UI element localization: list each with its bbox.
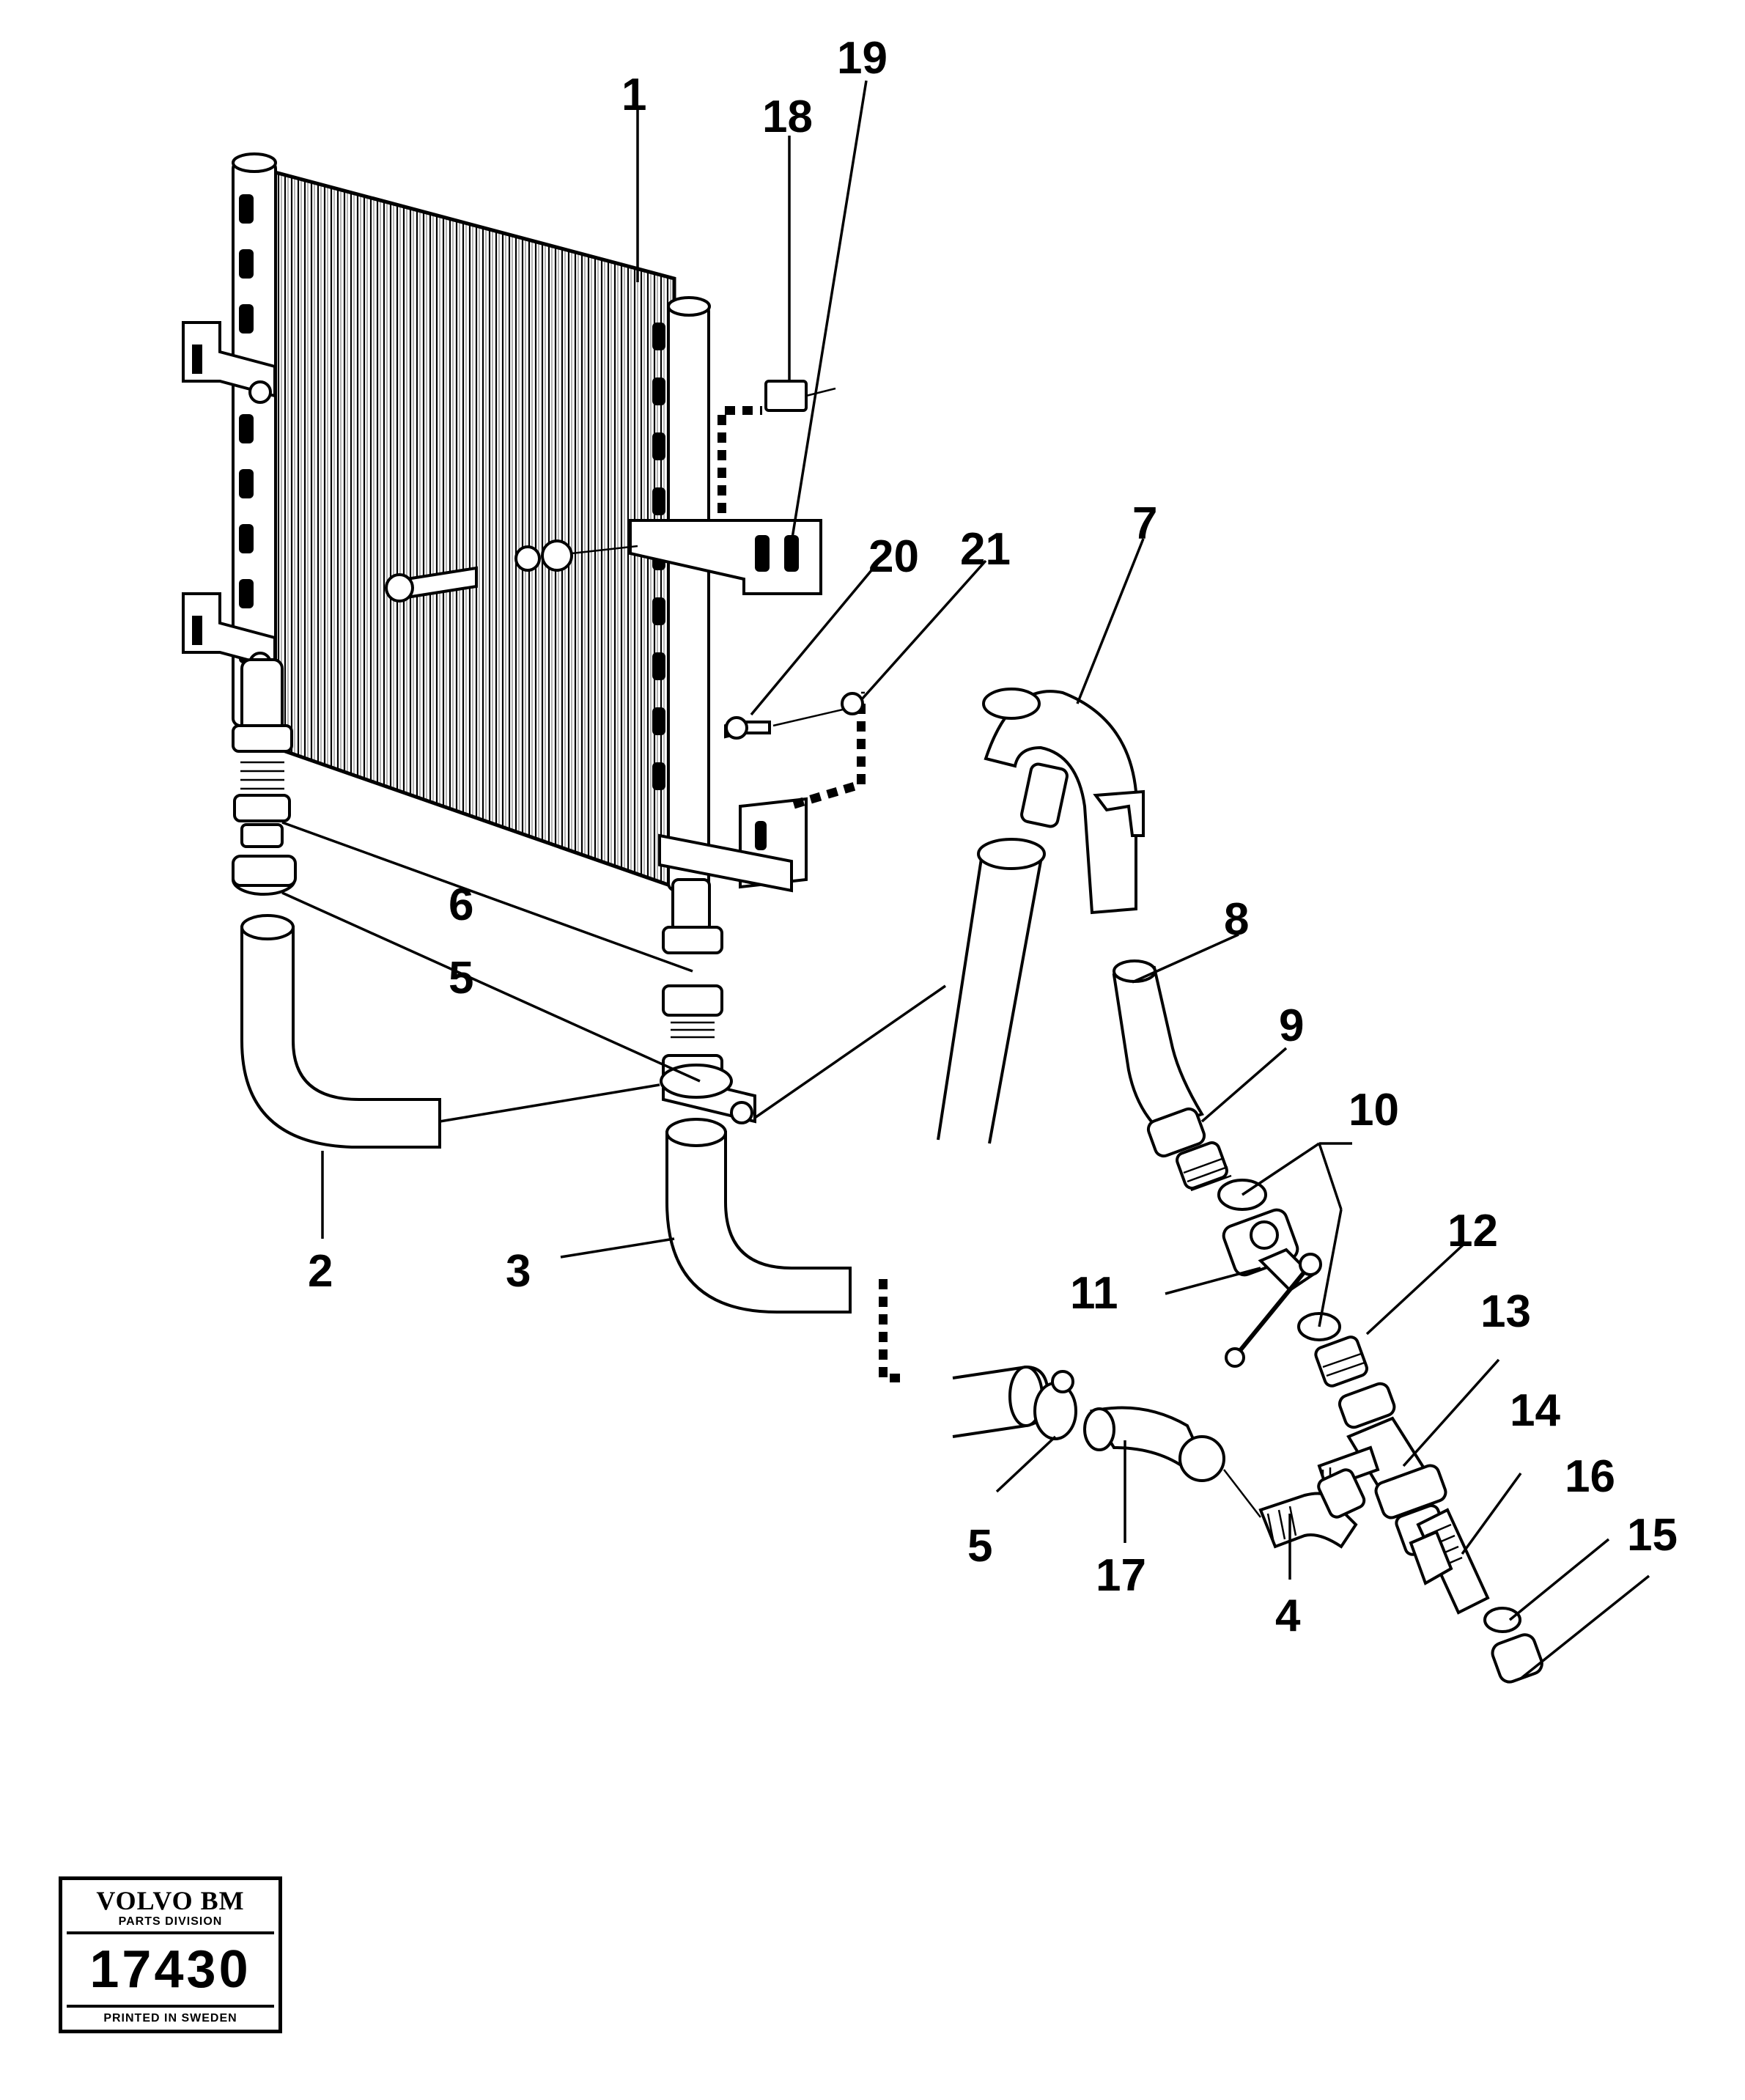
stamp-division: PARTS DIVISION [67,1915,274,1934]
callout-14: 14 [1510,1385,1560,1436]
oil-cooler [182,152,711,892]
drain-fitting [1409,1508,1543,1684]
stamp-number: 17430 [67,1934,274,2008]
callout-6: 6 [449,880,473,930]
callout-18: 18 [762,92,813,142]
callout-1: 1 [621,70,646,120]
callout-labels: 1 2 3 4 5 5 6 7 8 9 10 11 12 13 14 15 16… [308,33,1678,1641]
elbow-4 [1258,1468,1366,1549]
callout-10: 10 [1349,1085,1399,1135]
fitting-chain [1146,1107,1396,1429]
hose-8 [1112,959,1204,1131]
callout-12: 12 [1447,1206,1498,1256]
parts-stamp: VOLVO BM PARTS DIVISION 17430 PRINTED IN… [59,1876,282,2033]
lower-bracket [658,691,866,893]
callout-19: 19 [837,33,888,84]
callout-11: 11 [1070,1268,1118,1319]
upper-bracket [385,380,836,603]
leader-lines [281,80,1650,1680]
callout-21: 21 [960,524,1011,575]
hose-7 [937,688,1145,1144]
callout-2: 2 [308,1246,333,1297]
callout-17: 17 [1096,1550,1146,1601]
hose-2 [240,914,441,1149]
callout-15: 15 [1627,1510,1678,1561]
left-outlet-fitting [232,658,297,896]
hose-3 [665,1118,1050,1438]
stamp-printed: PRINTED IN SWEDEN [103,2012,237,2025]
callout-20: 20 [868,531,919,582]
clamp-5-upper [660,1064,733,1099]
callout-16: 16 [1565,1451,1615,1502]
callout-9: 9 [1279,1001,1304,1051]
callout-5-upper: 5 [449,953,473,1003]
callout-7: 7 [1132,498,1157,549]
callout-5-lower: 5 [967,1521,992,1572]
hose-17 [1083,1406,1261,1518]
stamp-brand: VOLVO BM [96,1886,245,1915]
callout-8: 8 [1224,894,1249,945]
clamp-5-lower [1033,1370,1077,1440]
callout-13: 13 [1480,1286,1531,1337]
callout-3: 3 [506,1246,531,1297]
callout-4: 4 [1275,1591,1301,1641]
